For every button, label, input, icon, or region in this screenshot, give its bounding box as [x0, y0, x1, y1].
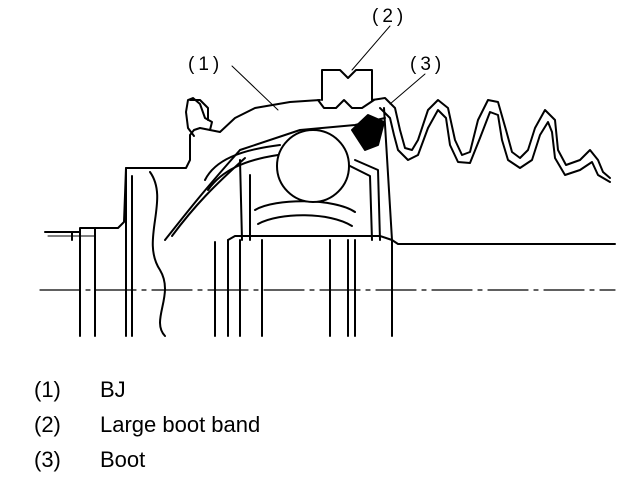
bj-ball	[276, 129, 350, 203]
legend: (1) BJ (2) Large boot band (3) Boot	[34, 372, 260, 477]
callout-label-3: (3)	[410, 54, 445, 75]
axle-shaft	[227, 235, 616, 337]
legend-item-bj: (1) BJ	[34, 372, 260, 407]
legend-number: (3)	[34, 447, 61, 472]
legend-item-boot: (3) Boot	[34, 442, 260, 477]
callout-leader-2	[351, 25, 391, 71]
callout-label-1: (1)	[188, 54, 223, 75]
legend-text: Large boot band	[100, 412, 261, 437]
legend-number: (2)	[34, 412, 61, 437]
boot	[371, 97, 611, 241]
callout-leader-1	[231, 65, 279, 111]
callout-leader-3	[389, 73, 426, 105]
legend-text: BJ	[100, 377, 126, 402]
legend-number: (1)	[34, 377, 61, 402]
left-shaft	[44, 227, 96, 337]
callout-label-2: (2)	[372, 6, 407, 27]
bj-inner-race	[204, 144, 381, 241]
legend-item-large-boot-band: (2) Large boot band	[34, 407, 260, 442]
large-boot-band	[317, 69, 375, 109]
bj-boot-cross-section-diagram: (1) (2) (3)	[39, 6, 616, 337]
grease-fill-area	[351, 114, 385, 151]
legend-text: Boot	[100, 447, 146, 472]
